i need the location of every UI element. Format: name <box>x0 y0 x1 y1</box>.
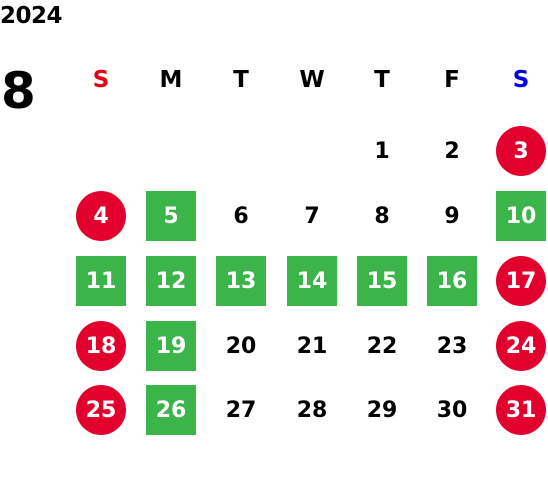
calendar-day-23: 23 <box>436 333 468 359</box>
calendar-day-10: 10 <box>496 191 546 241</box>
weekday-header-tue: T <box>233 67 249 93</box>
calendar-day-6: 6 <box>233 203 249 229</box>
calendar-day-31: 31 <box>496 385 546 435</box>
calendar-day-30: 30 <box>436 397 468 423</box>
calendar-day-15: 15 <box>357 256 407 306</box>
calendar-day-9: 9 <box>444 203 460 229</box>
calendar-day-26: 26 <box>146 385 196 435</box>
calendar-day-7: 7 <box>304 203 320 229</box>
weekday-header-sat: S <box>512 67 530 93</box>
calendar-day-3: 3 <box>496 126 546 176</box>
weekday-header-wed: W <box>299 67 325 93</box>
calendar-day-8: 8 <box>374 203 390 229</box>
calendar-day-14: 14 <box>287 256 337 306</box>
calendar-day-16: 16 <box>427 256 477 306</box>
weekday-header-sun: S <box>92 67 110 93</box>
calendar-day-18: 18 <box>76 321 126 371</box>
calendar-day-29: 29 <box>366 397 398 423</box>
calendar-day-13: 13 <box>216 256 266 306</box>
calendar-day-20: 20 <box>225 333 257 359</box>
calendar-day-25: 25 <box>76 385 126 435</box>
weekday-header-fri: F <box>444 67 460 93</box>
calendar-day-12: 12 <box>146 256 196 306</box>
calendar-day-21: 21 <box>296 333 328 359</box>
calendar-day-17: 17 <box>496 256 546 306</box>
calendar-day-11: 11 <box>76 256 126 306</box>
calendar-day-28: 28 <box>296 397 328 423</box>
calendar-day-2: 2 <box>444 138 460 164</box>
calendar-day-19: 19 <box>146 321 196 371</box>
weekday-header-thu: T <box>374 67 390 93</box>
calendar-day-27: 27 <box>225 397 257 423</box>
month-number: 8 <box>1 62 36 120</box>
calendar-day-5: 5 <box>146 191 196 241</box>
calendar-day-24: 24 <box>496 321 546 371</box>
calendar-day-1: 1 <box>374 138 390 164</box>
weekday-header-mon: M <box>159 67 183 93</box>
calendar-day-4: 4 <box>76 191 126 241</box>
calendar-day-22: 22 <box>366 333 398 359</box>
year-label: 2024 <box>0 3 63 29</box>
